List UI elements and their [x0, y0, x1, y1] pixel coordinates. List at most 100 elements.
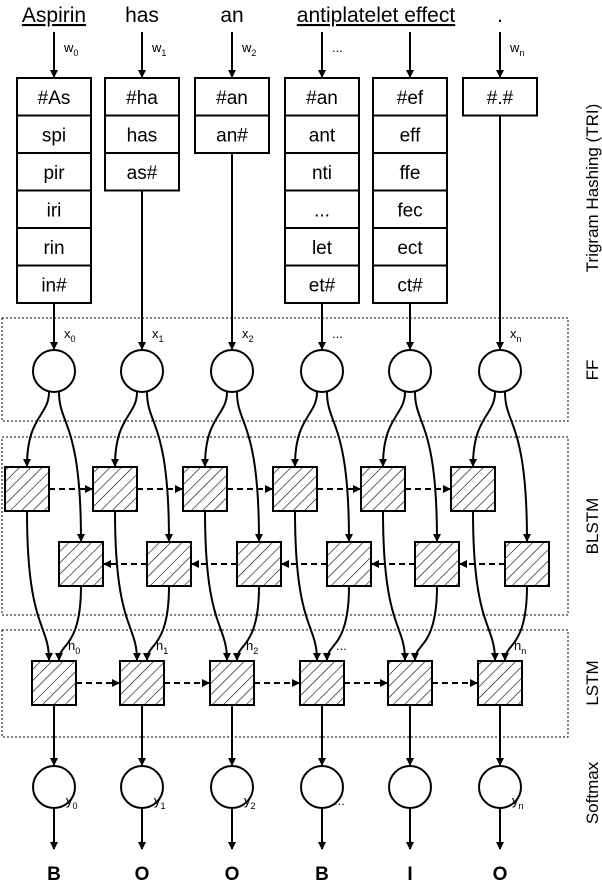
backward-cell-to-lstm-arrow [411, 585, 438, 661]
layer-label-ff: FF [583, 360, 602, 381]
trigram-text: ct# [397, 275, 423, 296]
h-label: ... [336, 638, 347, 653]
y-label: y0 [66, 793, 78, 811]
ff-to-forward-cell-arrow [111, 391, 138, 467]
x-label: x2 [242, 326, 254, 344]
forward-cell-to-lstm-arrow [472, 510, 499, 661]
h-label: h2 [246, 638, 258, 656]
w-label: wn [509, 40, 524, 58]
trigram-text: ffe [400, 163, 421, 184]
trigram-text: spi [42, 125, 66, 146]
ff-neuron [210, 349, 254, 393]
layer-label-blstm: BLSTM [583, 498, 602, 555]
forward-cell-to-lstm-arrow [114, 510, 141, 661]
forward-lstm-cell [272, 466, 318, 512]
output-tag: I [407, 864, 412, 885]
blstm-layer-region [1, 436, 569, 616]
h-label: h1 [156, 638, 168, 656]
trigram-text: an# [216, 125, 248, 146]
trigram-cell [372, 264, 448, 304]
softmax-neuron [210, 765, 254, 809]
output-tag: O [493, 864, 508, 885]
y-label: y1 [154, 793, 166, 811]
ff-neuron [120, 349, 164, 393]
x-label: x0 [64, 326, 76, 344]
trigram-cell [104, 77, 180, 117]
backward-lstm-cell [236, 541, 282, 587]
lstm-layer [31, 660, 523, 706]
ff-to-forward-cell-arrow [201, 391, 228, 467]
trigram-text: #an [216, 88, 248, 109]
connection-wires [23, 32, 531, 850]
forward-lstm-cell [4, 466, 50, 512]
trigram-text: eff [400, 125, 422, 146]
backward-cell-to-lstm-arrow [501, 585, 528, 661]
trigram-text: pir [43, 163, 65, 184]
w-label: w1 [151, 40, 166, 58]
trigram-text: #As [38, 88, 71, 109]
backward-lstm-cell [146, 541, 192, 587]
ff-neuron [300, 349, 344, 393]
backward-lstm-cell [504, 541, 550, 587]
forward-cell-to-lstm-arrow [204, 510, 231, 661]
trigram-cell [16, 227, 92, 267]
output-tag: O [225, 864, 240, 885]
trigram-text: ant [309, 125, 336, 146]
ff-to-backward-cell-arrow [236, 391, 263, 542]
trigram-text: #an [306, 88, 338, 109]
w-label: w2 [241, 40, 256, 58]
ff-to-backward-cell-arrow [146, 391, 173, 542]
layer-label-softmax: Softmax [583, 761, 602, 824]
trigram-hashing-layer: #Asspipiriririnin##hahasas##anan##anantn… [16, 77, 538, 304]
trigram-cell [462, 77, 538, 117]
ff-layer-region [1, 317, 569, 422]
x-label: xn [510, 326, 522, 344]
backward-lstm-cell [58, 541, 104, 587]
trigram-cell [194, 114, 270, 154]
trigram-text: rin [43, 238, 64, 259]
lstm-cell [31, 660, 77, 706]
output-tag: O [135, 864, 150, 885]
backward-cell-to-lstm-arrow [233, 585, 260, 661]
ff-to-backward-cell-arrow [504, 391, 531, 542]
trigram-cell [104, 114, 180, 154]
forward-lstm-cell [182, 466, 228, 512]
w-label: ... [332, 40, 343, 55]
input-word: has [125, 4, 159, 27]
trigram-cell [284, 264, 360, 304]
trigram-text: ect [397, 238, 423, 259]
trigram-cell [104, 152, 180, 192]
trigram-text: fec [397, 200, 422, 221]
x-label: x1 [152, 326, 164, 344]
forward-cell-to-lstm-arrow [26, 510, 53, 661]
trigram-text: let [312, 238, 333, 259]
trigram-text: #.# [487, 88, 514, 109]
trigram-text: has [127, 125, 158, 146]
lstm-layer-region [1, 629, 569, 738]
variable-labels: w0x0h0y0w1x1h1y1w2x2h2y2............wnxn… [63, 40, 526, 811]
output-tag: B [315, 864, 329, 885]
layer-label-lstm: LSTM [583, 660, 602, 705]
lstm-cell [209, 660, 255, 706]
trigram-text: iri [47, 200, 62, 221]
forward-lstm-cell [360, 466, 406, 512]
lstm-cell [477, 660, 523, 706]
forward-lstm-cell [92, 466, 138, 512]
w-label: w0 [63, 40, 78, 58]
trigram-text: et# [309, 275, 336, 296]
trigram-text: #ha [126, 88, 158, 109]
ff-layer [32, 349, 522, 393]
input-word: . [497, 4, 503, 27]
layer-label-tri: Trigram Hashing (TRI) [583, 104, 602, 272]
softmax-neuron [300, 765, 344, 809]
ff-neuron [388, 349, 432, 393]
trigram-cell [16, 77, 92, 117]
input-word: antiplatelet effect [297, 4, 456, 27]
lstm-cell [387, 660, 433, 706]
ff-to-forward-cell-arrow [379, 391, 406, 467]
forward-lstm-cell [450, 466, 496, 512]
input-word: an [220, 4, 243, 27]
y-label: ... [334, 793, 345, 808]
